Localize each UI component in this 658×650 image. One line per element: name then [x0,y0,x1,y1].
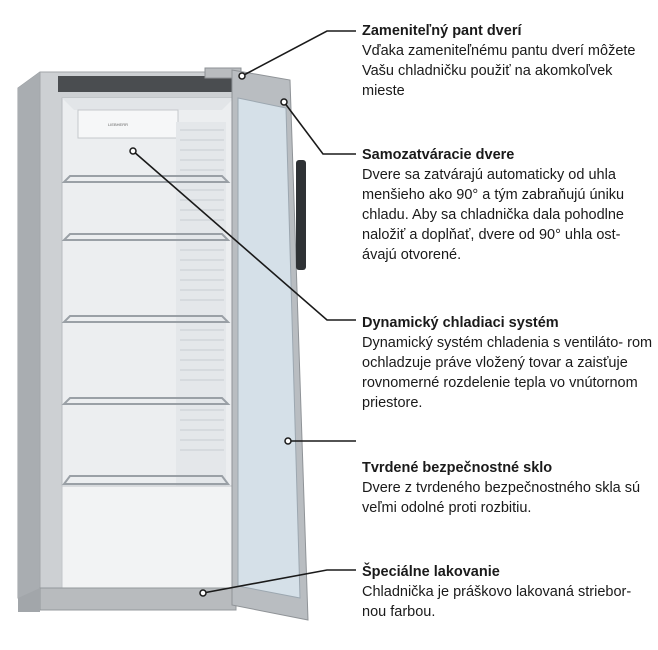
callout-lines [132,30,356,594]
feature-description: Vďaka zameniteľnému pantu dverí môžete V… [362,43,636,99]
feature-title: Samozatváracie dvere [362,147,515,163]
interior-ribs [180,129,224,521]
wire-shelves [61,175,231,485]
fridge-base [18,587,237,612]
feature-special-coating: Špeciálne lakovanie Chladnička je práško… [362,562,654,622]
feature-description: Dvere sa zatvárajú automaticky od uhla m… [362,167,625,263]
feature-title: Zameniteľný pant dverí [362,23,522,39]
callout-dots [129,72,292,597]
feature-title: Špeciálne lakovanie [362,564,500,580]
feature-description: Dynamický systém chladenia s ventiláto- … [362,335,653,411]
feature-title: Tvrdené bezpečnostné sklo [362,460,553,476]
svg-text:LIEBHERR: LIEBHERR [108,122,128,127]
feature-self-closing-door: Samozatváracie dvere Dvere sa zatvárajú … [362,145,654,265]
fridge-interior: LIEBHERR [61,97,235,589]
feature-description: Dvere z tvrdeného bezpečnostného skla sú… [362,480,641,516]
feature-safety-glass: Tvrdené bezpečnostné sklo Dvere z tvrden… [362,458,654,518]
feature-description: Chladnička je práškovo lakovaná striebor… [362,584,632,620]
glass-door [231,69,309,621]
feature-dynamic-cooling: Dynamický chladiaci systém Dynamický sys… [362,313,654,413]
feature-reversible-hinge: Zameniteľný pant dverí Vďaka zameniteľné… [362,21,654,101]
feature-title: Dynamický chladiaci systém [362,315,559,331]
